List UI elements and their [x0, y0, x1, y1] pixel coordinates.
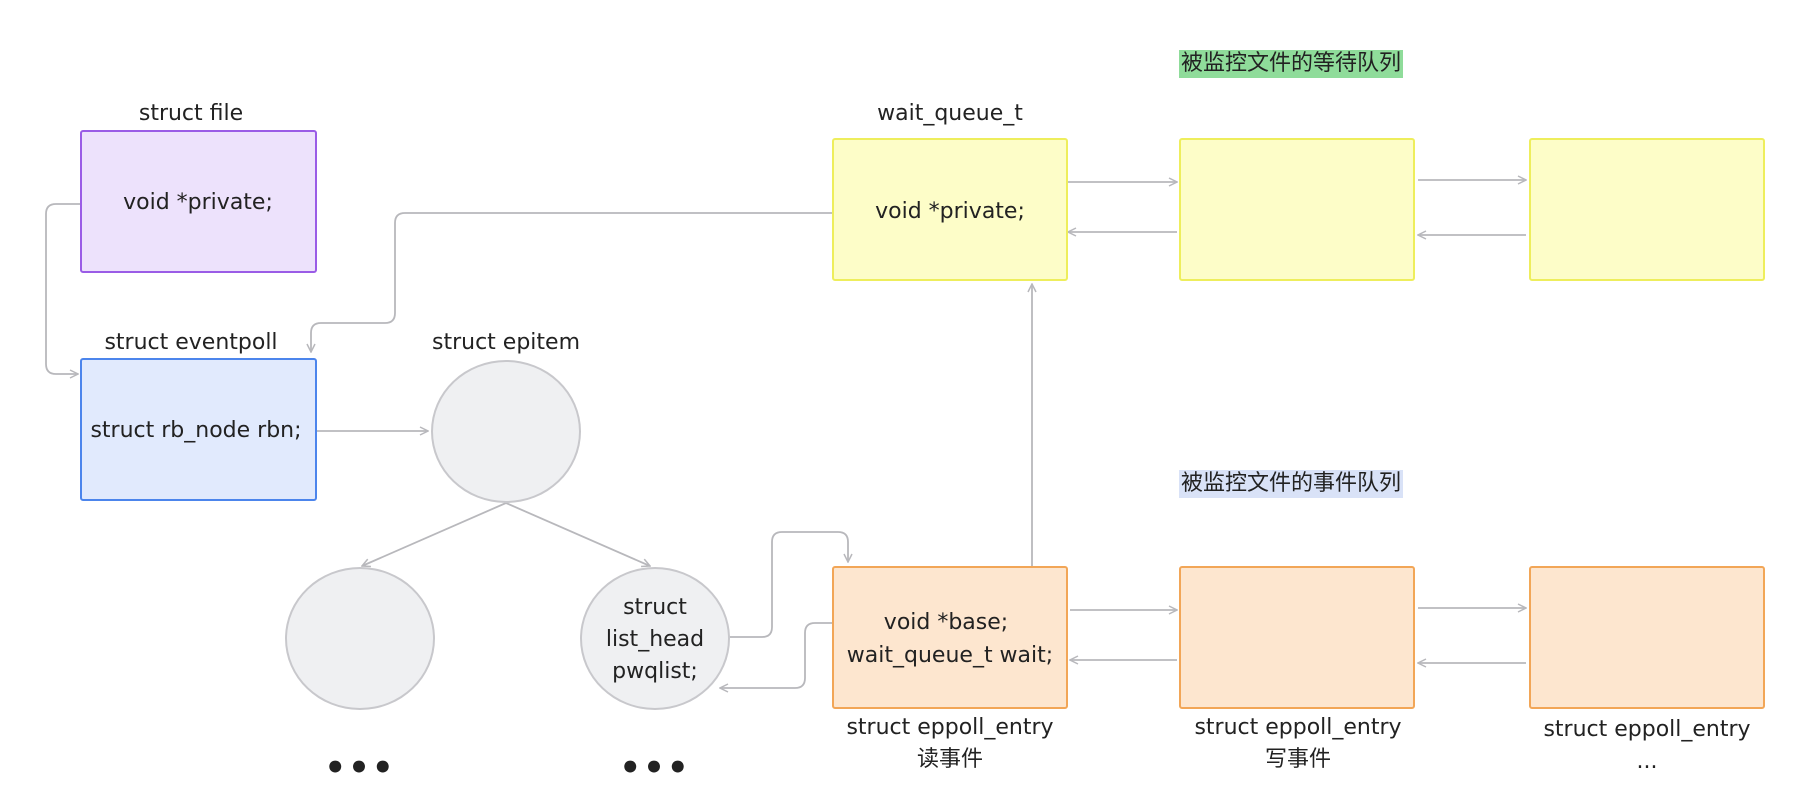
arrow-waitqueue-to-eventpoll [311, 212, 875, 352]
wait-queue-tag: 被监控文件的等待队列 [1179, 50, 1404, 78]
struct-file-box [80, 130, 317, 273]
struct-file-title: struct file [138, 101, 244, 126]
eventpoll-box [80, 358, 317, 501]
entry-read-title: struct eppoll_entry [846, 715, 1054, 740]
wait-queue-node-3 [1529, 138, 1765, 281]
arrow-tree-left [362, 502, 507, 566]
arrow-pwqlist-to-entry [718, 531, 848, 638]
wait-queue-node-2 [1179, 138, 1415, 281]
pwqlist-line1: struct [623, 595, 687, 620]
entry-write-subtitle: 写事件 [1264, 747, 1332, 772]
epitem-left-node [285, 567, 435, 710]
entry-wait-field: wait_queue_t wait; [846, 643, 1054, 668]
entry-base-field: void *base; [883, 610, 1009, 635]
ellipsis-right: ••• [619, 748, 691, 788]
entry-write-title: struct eppoll_entry [1194, 715, 1402, 740]
wait-queue-node-1 [832, 138, 1068, 281]
eventpoll-field: struct rb_node rbn; [90, 418, 302, 443]
event-queue-tag: 被监控文件的事件队列 [1179, 470, 1404, 498]
eppoll-entry-read-box [832, 566, 1068, 709]
pwqlist-line3: pwqlist; [612, 659, 698, 684]
entry-more-title: struct eppoll_entry [1543, 717, 1751, 742]
wait-queue-title: wait_queue_t [877, 101, 1023, 126]
entry-read-subtitle: 读事件 [916, 747, 984, 772]
arrow-base-to-pwqlist [720, 622, 890, 688]
struct-file-field: void *private; [123, 190, 273, 215]
epitem-right-node [580, 567, 730, 710]
wait-queue-field: void *private; [875, 199, 1025, 224]
epitem-title: struct epitem [432, 330, 580, 355]
eppoll-entry-write-box [1179, 566, 1415, 709]
pwqlist-line2: list_head [605, 627, 705, 652]
eventpoll-title: struct eventpoll [104, 330, 278, 355]
arrow-file-to-eventpoll [45, 203, 123, 374]
entry-more-subtitle: ... [1636, 749, 1658, 774]
arrow-tree-right [505, 502, 650, 566]
ellipsis-left: ••• [324, 748, 396, 788]
epitem-root-node [431, 360, 581, 503]
eppoll-entry-more-box [1529, 566, 1765, 709]
